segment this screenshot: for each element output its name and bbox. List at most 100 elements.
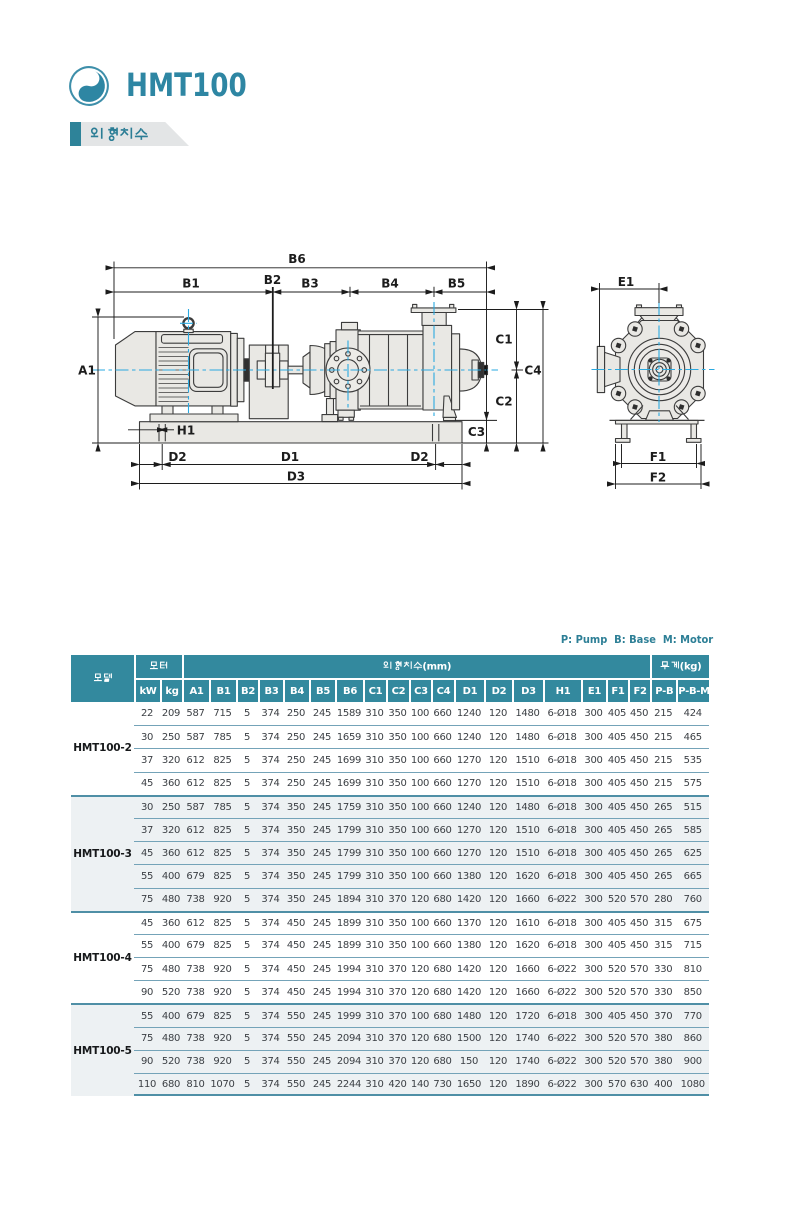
value-cell: 405	[607, 708, 627, 720]
value-cell: 310	[363, 864, 386, 888]
value-cell: 6-Ø18	[543, 817, 581, 842]
value-cell: 370	[386, 887, 409, 911]
value-cell: 37	[134, 817, 160, 842]
value-cell: 660	[431, 933, 454, 957]
col-header-c1: C1	[363, 678, 386, 702]
model-cell: HMT100-4	[71, 910, 134, 1004]
dim-label-c4: C4	[524, 363, 541, 377]
value-cell: 5	[236, 817, 258, 842]
col-header-kw: kW	[134, 678, 160, 702]
value-cell: 450	[628, 841, 651, 865]
value-cell: 770	[676, 1003, 710, 1027]
value-cell: 350	[386, 748, 409, 771]
value-cell: 215	[650, 771, 677, 795]
value-cell: 374	[258, 887, 283, 911]
col-header-kg: kg	[160, 678, 182, 702]
value-cell: 100	[409, 725, 431, 748]
dim-label-h1: H1	[177, 423, 195, 437]
value-cell: 6-Ø18	[543, 841, 581, 865]
value-cell: 120	[484, 748, 512, 771]
value-cell: 480	[160, 887, 182, 911]
value-cell: 575	[676, 771, 710, 795]
col-header-d1: D1	[454, 678, 484, 702]
value-cell: 520	[606, 887, 628, 911]
value-cell: 75	[134, 887, 160, 911]
value-cell: 738	[182, 1049, 209, 1073]
value-cell: 730	[431, 1073, 454, 1097]
value-cell: 5	[236, 1003, 258, 1027]
value-cell: 660	[431, 910, 454, 934]
value-cell: 6-Ø18	[543, 794, 581, 818]
value-cell: 300	[581, 725, 606, 748]
value-cell: 100	[409, 794, 431, 818]
value-cell: 1620	[512, 864, 543, 888]
value-cell: 450	[628, 771, 651, 795]
value-cell: 660	[431, 794, 454, 818]
value-cell: 550	[283, 1026, 309, 1050]
value-cell: 374	[258, 1073, 283, 1097]
value-cell: 150	[454, 1049, 484, 1073]
value-cell: 550	[283, 1049, 309, 1073]
value-cell: 1380	[454, 864, 484, 888]
value-cell: 1799	[335, 841, 363, 865]
value-cell: 450	[283, 933, 309, 957]
dim-label-d2-left: D2	[168, 450, 186, 464]
value-cell: 310	[363, 841, 386, 865]
value-cell: 374	[258, 1026, 283, 1050]
baseplate	[138, 421, 463, 444]
value-cell: 300	[581, 887, 606, 911]
value-cell: 5	[243, 708, 251, 720]
value-cell: 245	[309, 957, 335, 980]
value-cell: 825	[209, 841, 236, 865]
col-header-c4: C4	[431, 678, 454, 702]
value-cell: 350	[283, 817, 309, 842]
value-cell: 6-Ø18	[543, 771, 581, 795]
model-cell: HMT100-3	[71, 794, 134, 911]
value-cell: 6-Ø18	[543, 933, 581, 957]
value-cell: 450	[628, 725, 651, 748]
value-cell: 6-Ø18	[543, 1003, 581, 1027]
dim-label-c2: C2	[495, 394, 512, 408]
value-cell: 320	[160, 817, 182, 842]
value-cell: 370	[386, 980, 409, 1003]
value-cell: 374	[258, 980, 283, 1003]
value-cell: 330	[650, 957, 677, 980]
value-cell: 570	[628, 1049, 651, 1073]
dim-label-a1: A1	[78, 364, 96, 378]
dimension-drawing: B6 B1 B2 B3 B4 B5 A1 H1 D2 D1 D2 D3 C1 C…	[78, 252, 715, 490]
value-cell: 360	[160, 841, 182, 865]
col-header-d2: D2	[484, 678, 512, 702]
value-cell: 715	[213, 708, 232, 720]
value-cell: 374	[258, 725, 283, 748]
dimension-lines	[92, 261, 710, 490]
value-cell: 300	[581, 864, 606, 888]
value-cell: 245	[309, 910, 335, 934]
value-cell: 6-Ø18	[543, 748, 581, 771]
value-cell: 350	[283, 841, 309, 865]
value-cell: 2244	[335, 1073, 363, 1097]
value-cell: 1510	[512, 817, 543, 842]
col-header-dims: 외형치수(mm)	[182, 655, 651, 678]
value-cell: 1500	[454, 1026, 484, 1050]
value-cell: 300	[581, 841, 606, 865]
value-cell: 5	[236, 887, 258, 911]
value-cell: 215	[650, 748, 677, 771]
value-cell: 400	[160, 1003, 182, 1027]
value-cell: 310	[363, 1049, 386, 1073]
value-cell: 660	[433, 708, 452, 720]
value-cell: 1270	[454, 771, 484, 795]
value-cell: 245	[309, 1073, 335, 1097]
value-cell: 75	[134, 957, 160, 980]
value-cell: 45	[134, 910, 160, 934]
brand-logo-icon	[69, 66, 109, 106]
value-cell: 374	[258, 933, 283, 957]
value-cell: 90	[134, 1049, 160, 1073]
value-cell: 350	[388, 708, 407, 720]
value-cell: 520	[606, 1049, 628, 1073]
value-cell: 120	[484, 1049, 512, 1073]
value-cell: 860	[676, 1026, 710, 1050]
dim-label-d1: D1	[281, 450, 299, 464]
